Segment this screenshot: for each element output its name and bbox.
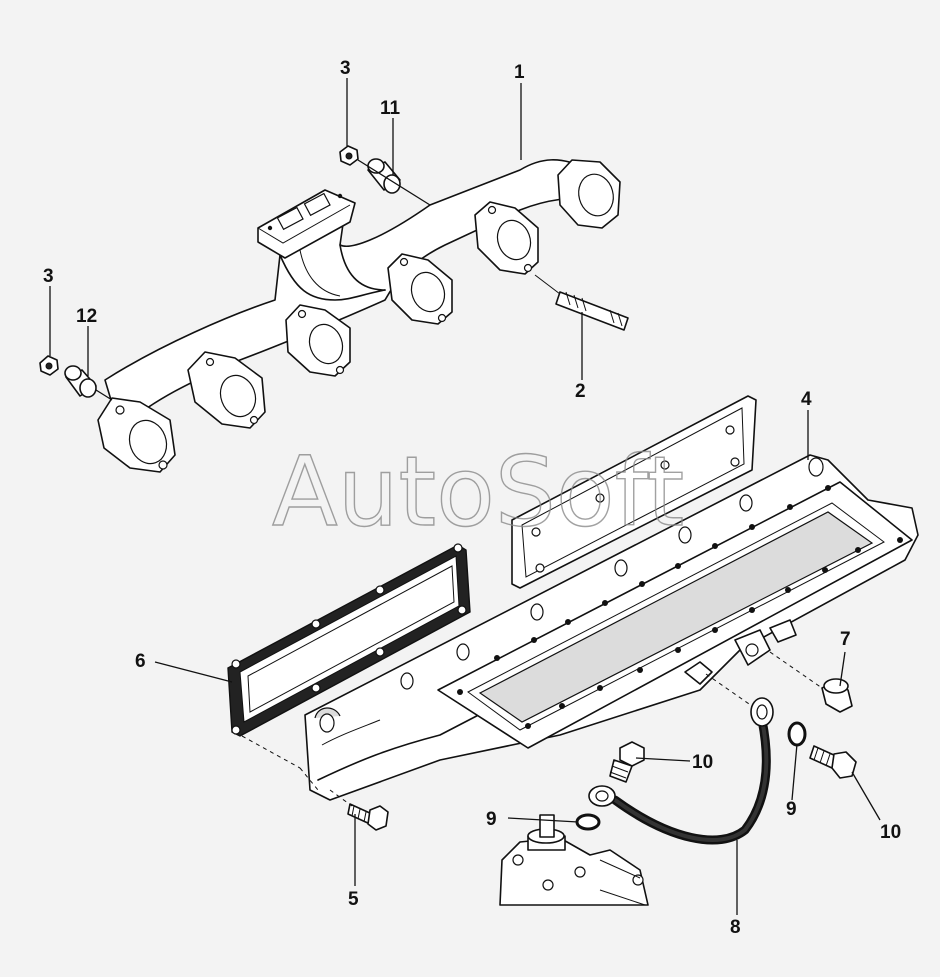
callout-labels: 1 2 3 3 4 5 6 7 8 9 9 10 10 11 12 [43,58,901,938]
intake-flange-bolt-holes [457,485,903,729]
intake-gasket-rear [511,395,757,589]
callout-3-top: 3 [340,58,351,79]
leader-lines [49,78,881,915]
intake-gasket-front [227,543,471,737]
nut-left [39,355,59,376]
callout-7: 7 [840,629,851,650]
callout-9-left: 9 [486,809,497,830]
sealing-washer-left [575,813,601,831]
callout-4: 4 [801,389,812,410]
exhaust-manifold [97,159,621,473]
callout-8: 8 [730,917,741,938]
intake-manifold [304,454,919,801]
nut-top [339,145,359,166]
manifold-port-flange [97,397,176,473]
callout-11: 11 [380,98,401,119]
manifold-port-flange [387,253,453,325]
callout-10-top: 10 [692,752,713,773]
manifold-port-flange [187,351,266,429]
banjo-bolt-left [609,741,645,783]
callout-6: 6 [135,651,146,672]
callout-3-left: 3 [43,266,54,287]
manifold-port-flange [474,201,539,275]
injection-pump-housing [499,814,649,906]
spacer-sleeve-left [64,365,97,398]
callout-12: 12 [76,306,97,327]
manifold-stud [534,274,629,331]
manifold-port-flange [557,159,621,229]
callout-1: 1 [514,62,525,83]
callout-10-bottom: 10 [880,822,901,843]
mounting-bolt [347,803,389,831]
watermark-text: AutoSoft [272,436,684,548]
manifold-port-flange [285,304,351,377]
sealing-washer-right [787,721,807,747]
callout-5: 5 [348,889,359,910]
callout-9-right: 9 [786,799,797,820]
banjo-bolt-right [809,745,857,779]
plug-bolt [821,678,853,713]
oil-feed-pipe [588,697,774,845]
callout-2: 2 [575,381,586,402]
